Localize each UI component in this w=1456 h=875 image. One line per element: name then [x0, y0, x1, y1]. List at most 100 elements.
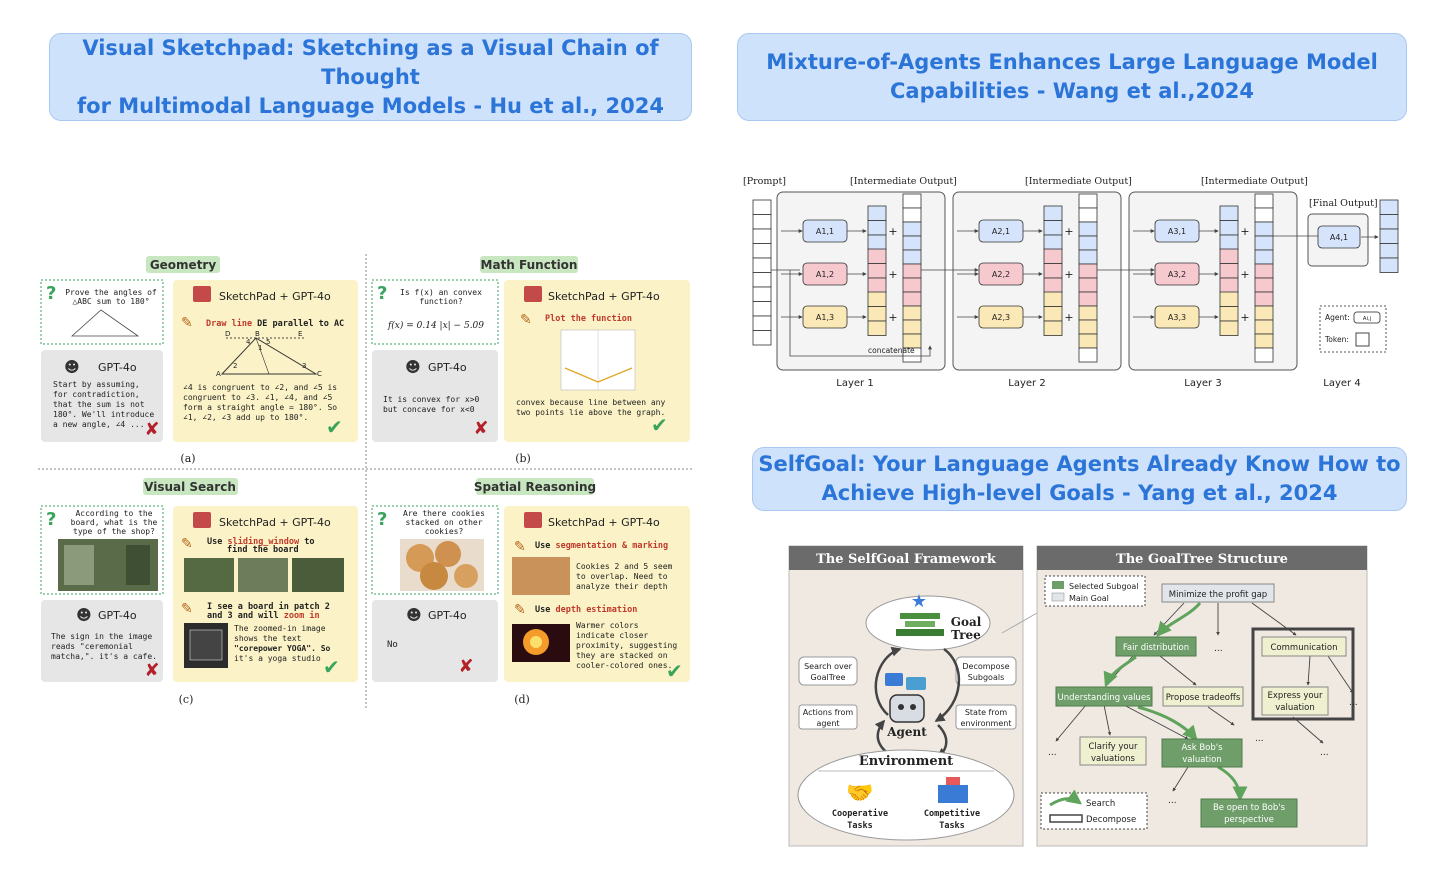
node-understanding-label: Understanding values — [1058, 693, 1152, 703]
handshake-icon: 🤝 — [846, 781, 873, 806]
sketchpad-title-line1: Visual Sketchpad: Sketching as a Visual … — [82, 35, 659, 89]
vs-baseline-3: matcha,". it's a cafe. — [51, 652, 157, 661]
sr-text2-2: indicate closer — [576, 631, 648, 640]
final-output-label: [Final Output] — [1309, 198, 1378, 209]
prompt-token — [752, 286, 772, 302]
prompt-label: [Prompt] — [743, 176, 786, 187]
state-from-1: State from — [965, 708, 1008, 717]
geometry-sketch-4: ∠1, ∠2, ∠3 add up to 180°. — [183, 413, 308, 422]
question-mark-icon: ? — [46, 509, 56, 530]
agent-label: A2,2 — [992, 270, 1010, 279]
ellipsis-1: ... — [1214, 644, 1223, 654]
check-icon: ✔ — [323, 655, 340, 679]
final-token — [1379, 199, 1399, 215]
concat-token — [1254, 249, 1274, 265]
plus-icon: + — [1064, 225, 1073, 238]
math-baseline-2: but concave for x<0 — [383, 405, 475, 414]
sr-text2-5: cooler-colored ones. — [576, 661, 672, 670]
concat-token — [902, 221, 922, 237]
cooperative-2: Tasks — [847, 821, 873, 831]
vs-sketch-2: shows the text — [234, 634, 302, 643]
plus-icon: + — [1240, 268, 1249, 281]
concat-token — [902, 291, 922, 307]
math-sketch-name: SketchPad + GPT-4o — [548, 290, 660, 303]
geometry-baseline-1: Start by assuming, — [53, 380, 140, 389]
panel-geometry: Geometry ? Prove the angles of △ABC sum … — [40, 256, 358, 465]
robot-icon: ☻ — [406, 606, 422, 624]
check-icon: ✔ — [326, 415, 343, 439]
vs-baseline-1: The sign in the image — [51, 632, 152, 641]
cross-icon: ✘ — [458, 656, 473, 677]
legend-main: Main Goal — [1069, 594, 1109, 603]
intermediate-label-3: [Intermediate Output] — [1201, 176, 1308, 187]
pencil-icon: ✎ — [181, 536, 193, 552]
node-express-2: valuation — [1275, 703, 1314, 713]
search-path-3 — [1137, 705, 1198, 741]
concat-token — [1078, 347, 1098, 363]
node-clarify-2: valuations — [1091, 754, 1135, 764]
sr-question-3: cookies? — [425, 527, 464, 536]
concat-token — [1078, 207, 1098, 223]
agent-label: A3,3 — [1168, 313, 1186, 322]
tri-label-a: A — [216, 370, 221, 378]
agent-label: A1,3 — [816, 313, 834, 322]
vs-sketch-name: SketchPad + GPT-4o — [219, 516, 331, 529]
sketchpad-logo-icon — [193, 512, 211, 528]
output-token — [867, 291, 887, 307]
pencil-icon: ✎ — [181, 315, 193, 331]
vs-sketch-3: "corepower YOGA". So — [234, 644, 331, 653]
output-token — [867, 320, 887, 336]
output-token — [1219, 248, 1239, 264]
concat-token — [902, 277, 922, 293]
concat-token — [902, 263, 922, 279]
concat-token — [902, 193, 922, 209]
tri-label-3: 3 — [302, 362, 306, 370]
plus-icon: + — [888, 225, 897, 238]
output-token — [1043, 205, 1063, 221]
legend-search: Search — [1086, 799, 1115, 809]
concat-token — [1254, 207, 1274, 223]
agent-label: A3,1 — [1168, 227, 1186, 236]
concat-token — [1254, 263, 1274, 279]
sketchpad-logo-icon — [524, 286, 542, 302]
geometry-action: Draw line DE parallel to AC — [206, 318, 344, 329]
sr-text1-1: Cookies 2 and 5 seem — [576, 562, 673, 571]
node-express — [1261, 686, 1329, 716]
pencil-icon: ✎ — [514, 602, 526, 618]
output-token — [1043, 320, 1063, 336]
geometry-baseline-3: that the sum is not — [53, 400, 145, 409]
vs-action1: Use sliding_window to — [207, 536, 315, 547]
robot-agent-icon — [889, 694, 925, 723]
actions-from-2: agent — [816, 719, 839, 728]
output-token — [867, 306, 887, 322]
intermediate-label-1: [Intermediate Output] — [850, 176, 957, 187]
tri-label-5: 5 — [266, 338, 270, 346]
small-triangle — [70, 309, 140, 337]
panel-visual-search: Visual Search ? According to the board, … — [40, 478, 358, 706]
concat-token — [1078, 277, 1098, 293]
concat-token — [1254, 347, 1274, 363]
panel-visual-search-tag: Visual Search — [144, 480, 236, 494]
concatenate-label: concatenate — [868, 346, 915, 355]
node-open-1: Be open to Bob's — [1213, 803, 1286, 813]
concat-token — [1078, 263, 1098, 279]
concat-token — [1254, 305, 1274, 321]
sketchpad-title-line2: for Multimodal Language Models - Hu et a… — [77, 93, 664, 118]
vs-question-2: board, what is the — [71, 518, 158, 527]
node-express-1: Express your — [1267, 691, 1323, 701]
competitive-2: Tasks — [939, 821, 965, 831]
agent-label: A1,1 — [816, 227, 834, 236]
output-token — [1043, 306, 1063, 322]
math-question-1: Is f(x) an convex — [400, 288, 482, 297]
agent-label: A1,2 — [816, 270, 834, 279]
tri-label-b: B — [255, 330, 260, 338]
moa-title: Mixture-of-Agents Enhances Large Languag… — [737, 33, 1407, 121]
panel-math-function: Math Function ? Is f(x) an convex functi… — [371, 256, 690, 465]
node-propose — [1162, 686, 1244, 707]
node-ask — [1161, 738, 1243, 768]
geometry-question-1: Prove the angles of — [65, 288, 157, 297]
vs-action2-2: and 3 and will zoom in — [207, 610, 320, 621]
concat-token — [902, 207, 922, 223]
selfgoal-title: SelfGoal: Your Language Agents Already K… — [752, 447, 1407, 511]
math-question-2: function? — [419, 297, 463, 306]
